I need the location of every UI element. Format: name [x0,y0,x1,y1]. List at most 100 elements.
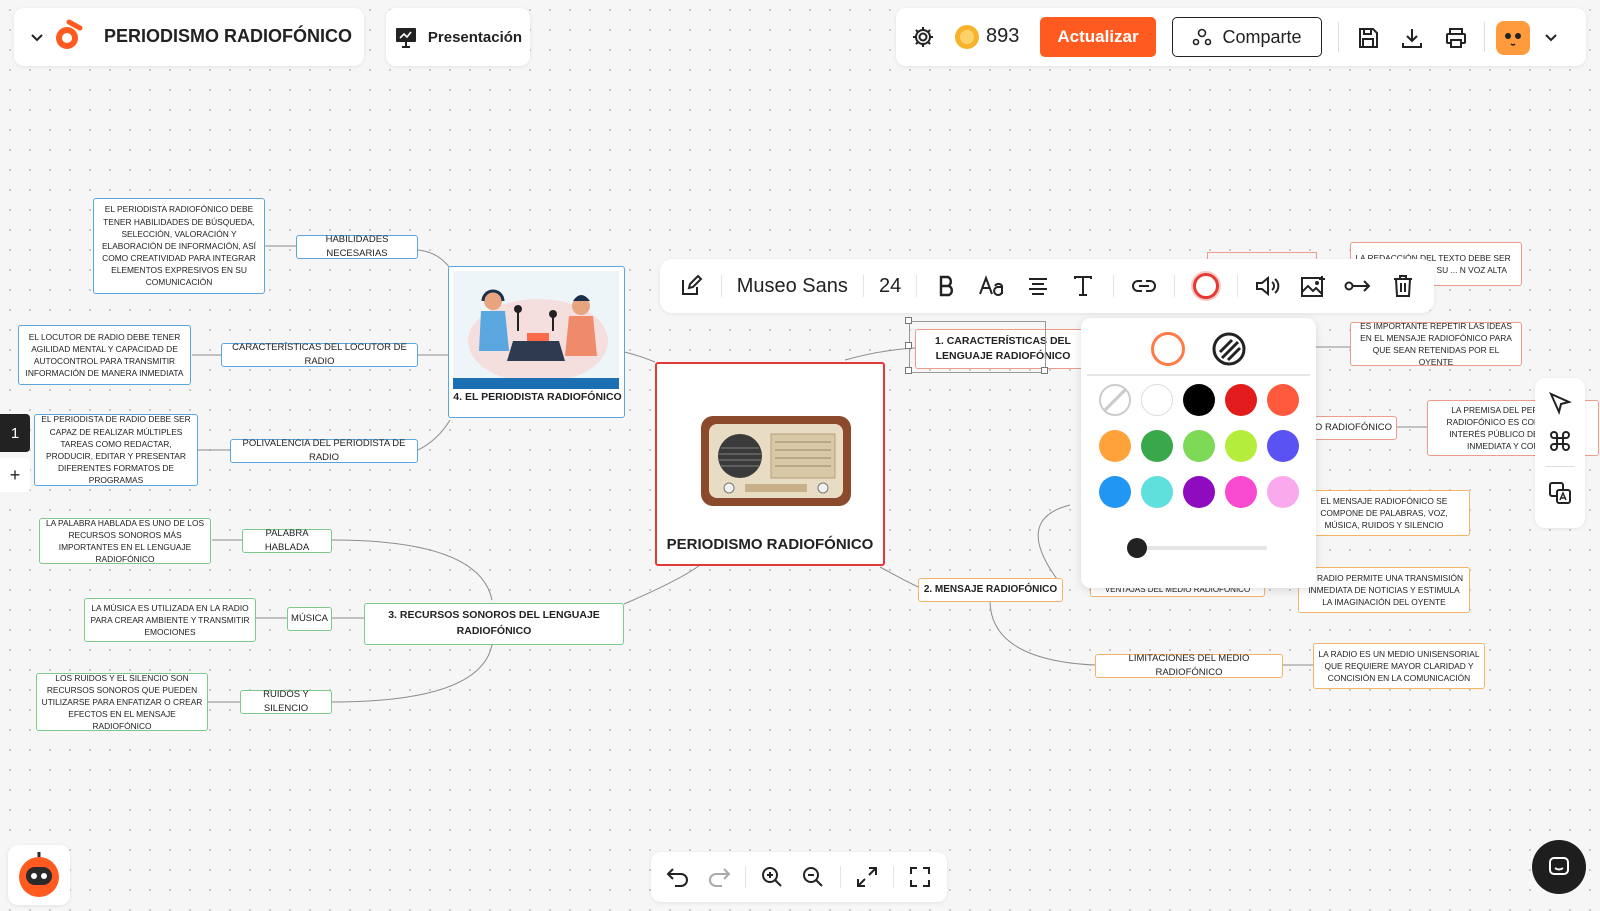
assistant-bot-button[interactable] [8,845,70,905]
presentation-icon [395,28,416,48]
recursos-sonoros-node[interactable]: 3. RECURSOS SONOROS DEL LENGUAJE RADIOFÓ… [364,603,624,645]
presentation-button[interactable]: Presentación [386,8,530,66]
opacity-slider-track[interactable] [1127,546,1267,550]
connector-arrow-icon[interactable] [1343,271,1373,301]
border-color-icon[interactable] [1190,270,1222,302]
font-family-select[interactable]: Museo Sans [736,274,848,297]
detail-node[interactable]: EL LOCUTOR DE RADIO DEBE TENER AGILIDAD … [18,325,191,385]
trash-icon[interactable] [1388,271,1418,301]
document-title[interactable]: PERIODISMO RADIOFÓNICO [104,26,353,46]
color-swatch[interactable] [1183,430,1215,462]
speaker-icon[interactable] [1253,271,1283,301]
selection-box [909,321,1046,373]
detail-node[interactable]: LA RADIO PERMITE UNA TRANSMISIÓN INMEDIA… [1298,567,1470,613]
periodista-title: 4. EL PERIODISTA RADIOFÓNICO [453,391,622,403]
opacity-slider-thumb[interactable] [1127,538,1147,558]
detail-node[interactable]: LA RADIO ES UN MEDIO UNISENSORIAL QUE RE… [1313,643,1485,689]
top-right-toolbar: 893 Actualizar Comparte [896,8,1586,66]
polivalencia-node[interactable]: POLIVALENCIA DEL PERIODISTA DE RADIO [230,438,418,463]
zoom-out-icon[interactable] [798,862,828,892]
print-icon[interactable] [1442,24,1470,52]
detail-node[interactable]: LOS RUIDOS Y EL SILENCIO SON RECURSOS SO… [36,673,208,731]
border-mode-icon[interactable] [1151,332,1185,366]
hidden-node-edge [1207,252,1317,262]
share-button[interactable]: Comparte [1172,17,1322,57]
central-topic-title: PERIODISMO RADIOFÓNICO [666,536,874,553]
color-swatch[interactable] [1141,430,1173,462]
resize-handle[interactable] [1041,367,1048,374]
bold-icon[interactable] [932,271,962,301]
fullscreen-icon[interactable] [905,862,935,892]
ruidos-silencio-node[interactable]: RUIDOS Y SILENCIO [240,689,332,714]
align-center-icon[interactable] [1023,271,1053,301]
detail-node[interactable]: LA PALABRA HABLADA ES UNO DE LOS RECURSO… [39,518,211,564]
coin-icon [954,24,980,50]
color-swatch[interactable] [1267,476,1299,508]
detail-node[interactable]: EL PERIODISTA DE RADIO DEBE SER CAPAZ DE… [34,414,198,486]
save-icon[interactable] [1354,24,1382,52]
mensaje-node[interactable]: 2. MENSAJE RADIOFÓNICO [918,578,1063,602]
musica-node[interactable]: MÚSICA [287,607,332,631]
robot-icon [19,852,59,897]
add-page-button[interactable]: + [0,458,30,492]
download-icon[interactable] [1398,24,1426,52]
resize-handle[interactable] [905,317,912,324]
chat-support-button[interactable] [1532,840,1586,894]
color-swatch[interactable] [1267,384,1299,416]
gear-icon[interactable] [910,24,936,50]
detail-node[interactable]: ES IMPORTANTE REPETIR LAS IDEAS EN EL ME… [1350,321,1522,367]
app-logo [52,19,86,55]
palabra-hablada-node[interactable]: PALABRA HABLADA [242,528,332,553]
link-icon[interactable] [1129,271,1159,301]
color-swatch[interactable] [1099,476,1131,508]
resize-handle[interactable] [905,342,912,349]
color-swatch[interactable] [1099,430,1131,462]
detail-node[interactable]: EL MENSAJE RADIOFÓNICO SE COMPONE DE PAL… [1298,490,1470,536]
format-toolbar: Museo Sans 24 [660,259,1434,313]
zoom-toolbar [651,852,947,902]
caracteristicas-node[interactable]: 1. CARACTERÍSTICAS DEL LENGUAJE RADIOFÓN… [915,329,1091,369]
coin-count: 893 [986,25,1020,47]
habilidades-node[interactable]: HABILIDADES NECESARIAS [296,234,418,259]
limitaciones-node[interactable]: LIMITACIONES DEL MEDIO RADIOFÓNICO [1095,653,1283,678]
translate-icon[interactable] [1547,480,1573,506]
upgrade-button[interactable]: Actualizar [1040,17,1156,57]
color-swatch[interactable] [1183,476,1215,508]
color-swatch[interactable] [1225,476,1257,508]
color-picker-popover [1081,318,1316,588]
right-tools-panel [1535,378,1585,528]
share-label: Comparte [1222,26,1302,47]
undo-icon[interactable] [663,862,693,892]
image-icon[interactable] [1298,271,1328,301]
redo-icon[interactable] [704,862,734,892]
select-cursor-icon[interactable] [1547,390,1573,416]
presentation-label: Presentación [427,28,523,46]
periodista-image-node[interactable]: 4. EL PERIODISTA RADIOFÓNICO [448,266,625,418]
avatar[interactable] [1496,21,1530,55]
color-swatch[interactable] [1141,476,1173,508]
no-color-swatch[interactable] [1099,384,1131,416]
radio-image [663,370,877,532]
font-size-select[interactable]: 24 [879,274,902,297]
text-style-icon[interactable] [1068,271,1098,301]
color-swatch[interactable] [1267,430,1299,462]
color-swatch[interactable] [1225,430,1257,462]
command-icon[interactable] [1547,428,1573,454]
pattern-fill-icon[interactable] [1212,332,1246,366]
text-case-icon[interactable] [978,271,1008,301]
document-title-panel: PERIODISMO RADIOFÓNICO [14,8,364,66]
avatar-chevron-down-icon[interactable] [1540,26,1562,48]
fit-to-screen-icon[interactable] [852,862,882,892]
resize-handle[interactable] [905,367,912,374]
color-swatch[interactable] [1183,384,1215,416]
zoom-in-icon[interactable] [757,862,787,892]
page-1-tab[interactable]: 1 [0,414,30,452]
locutor-node[interactable]: CARACTERÍSTICAS DEL LOCUTOR DE RADIO [221,342,418,367]
detail-node[interactable]: EL PERIODISTA RADIOFÓNICO DEBE TENER HAB… [93,198,265,294]
detail-node[interactable]: LA MÚSICA ES UTILIZADA EN LA RADIO PARA … [84,598,256,642]
color-swatch[interactable] [1225,384,1257,416]
color-swatch[interactable] [1141,384,1173,416]
central-topic-node[interactable]: PERIODISMO RADIOFÓNICO [655,362,885,566]
chevron-down-icon[interactable] [24,24,50,50]
edit-icon[interactable] [676,271,706,301]
